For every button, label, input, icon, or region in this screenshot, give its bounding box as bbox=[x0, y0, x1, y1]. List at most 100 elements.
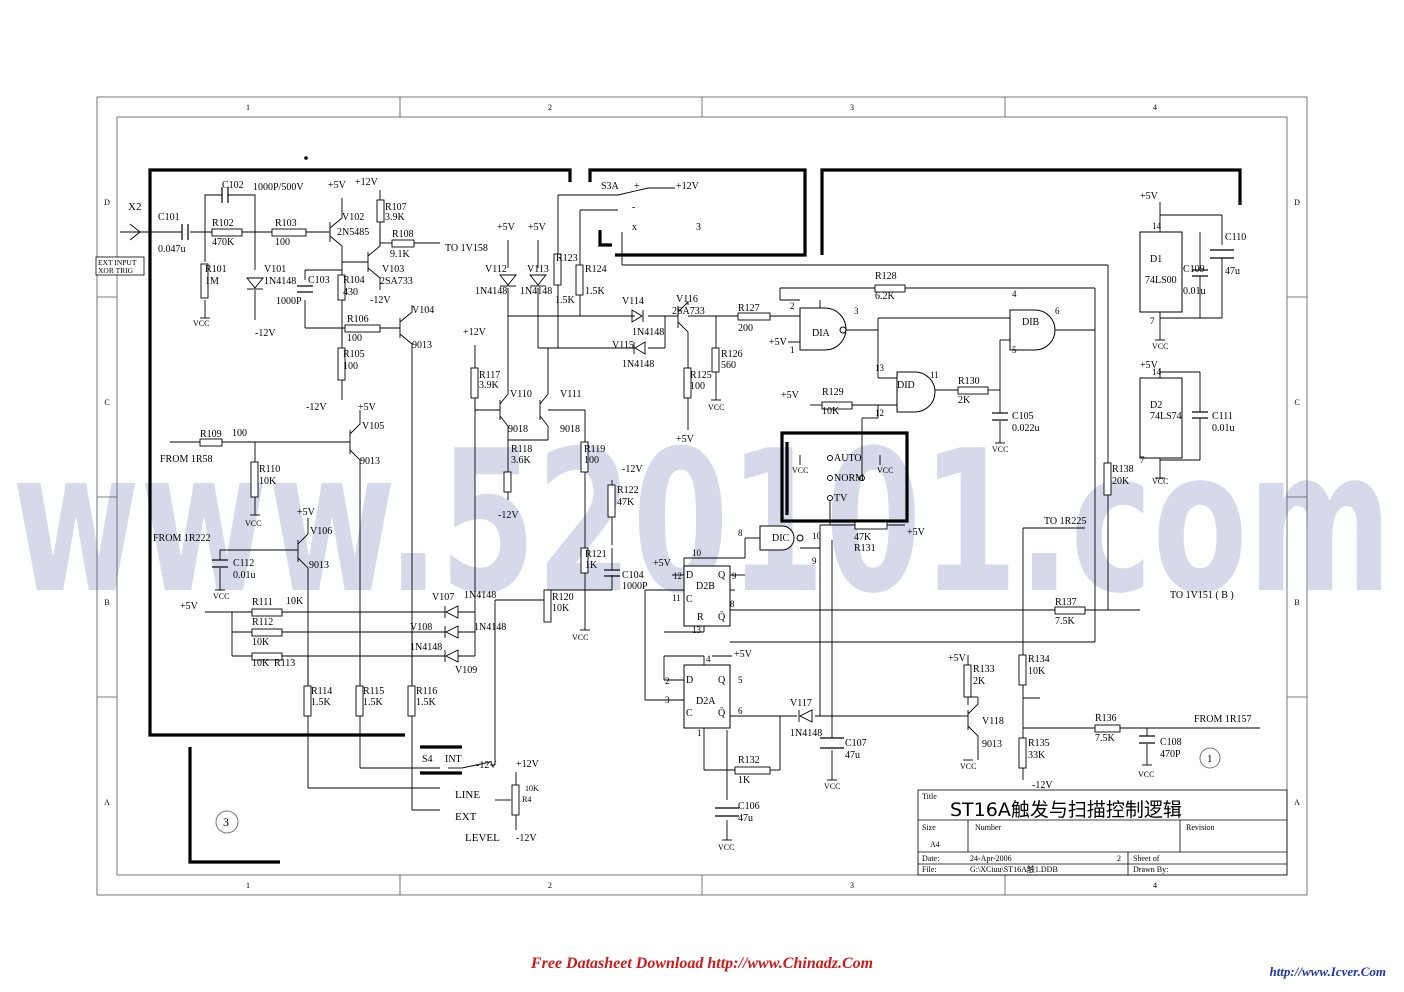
label: +5V bbox=[328, 180, 347, 191]
label: 1N4148 bbox=[475, 286, 507, 297]
label: 1N4148 bbox=[790, 728, 822, 739]
label: -12V bbox=[255, 328, 276, 339]
label: C106 bbox=[738, 801, 760, 812]
label: R125 bbox=[690, 370, 712, 381]
col-label: 3 bbox=[850, 881, 854, 890]
label: V106 bbox=[310, 526, 332, 537]
label: 10K bbox=[252, 658, 270, 669]
label: V118 bbox=[982, 716, 1004, 727]
diodes bbox=[246, 274, 813, 723]
label: 6.2K bbox=[875, 291, 896, 302]
label: 1000P/500V bbox=[253, 182, 304, 193]
row-label: B bbox=[104, 598, 109, 607]
label: 33K bbox=[1028, 750, 1046, 761]
label: V115 bbox=[612, 340, 634, 351]
label: LINE bbox=[455, 789, 480, 801]
label: 9018 bbox=[560, 424, 580, 435]
label: 1N4148 bbox=[520, 286, 552, 297]
label: VCC bbox=[213, 592, 229, 601]
label: D1 bbox=[1150, 254, 1162, 265]
pin: 7 bbox=[1150, 316, 1155, 326]
label: 9018 bbox=[508, 424, 528, 435]
label: +5V bbox=[1140, 191, 1159, 202]
label: C110 bbox=[1225, 232, 1246, 243]
label: x bbox=[632, 222, 637, 233]
label: +12V bbox=[355, 177, 379, 188]
label: VCC bbox=[792, 466, 808, 475]
label: R121 bbox=[585, 549, 607, 560]
label: +5V bbox=[948, 653, 967, 664]
label: 470K bbox=[212, 237, 235, 248]
label: 9013 bbox=[360, 456, 380, 467]
label: R130 bbox=[958, 376, 980, 387]
label: TO 1V151 ( B ) bbox=[1170, 590, 1234, 601]
label: 1K bbox=[738, 775, 751, 786]
footer-download-link[interactable]: Free Datasheet Download http://www.China… bbox=[530, 955, 874, 972]
col-label: 4 bbox=[1153, 103, 1157, 112]
label: R bbox=[697, 612, 704, 623]
label: R136 bbox=[1095, 713, 1117, 724]
label: 10K bbox=[525, 784, 539, 793]
label: V114 bbox=[622, 296, 644, 307]
label: 200 bbox=[738, 323, 753, 334]
pin: 4 bbox=[1012, 289, 1017, 299]
label: S4 bbox=[422, 754, 433, 765]
label: +12V bbox=[516, 759, 540, 770]
label: 1N4148 bbox=[622, 359, 654, 370]
label: R120 bbox=[552, 592, 574, 603]
label: 47u bbox=[1225, 266, 1240, 277]
label: V102 bbox=[342, 212, 364, 223]
label: 47u bbox=[738, 813, 753, 824]
footer-icver-link[interactable]: http://www.Icver.Com bbox=[1269, 964, 1386, 979]
row-label: D bbox=[104, 198, 110, 207]
col-label: 1 bbox=[246, 881, 250, 890]
label: -12V bbox=[370, 295, 391, 306]
col-label: 2 bbox=[548, 881, 552, 890]
label: 9013 bbox=[309, 560, 329, 571]
label: R118 bbox=[511, 444, 532, 455]
wires bbox=[120, 187, 1260, 840]
label: +5V bbox=[676, 434, 695, 445]
label: V101 bbox=[264, 264, 286, 275]
label: R132 bbox=[738, 755, 760, 766]
label: 10K bbox=[822, 406, 840, 417]
label: -12V bbox=[306, 402, 327, 413]
label: 3.6K bbox=[511, 455, 532, 466]
label: D bbox=[686, 570, 693, 581]
label: VCC bbox=[193, 319, 209, 328]
label: R117 bbox=[479, 370, 500, 381]
label: 47u bbox=[845, 750, 860, 761]
label: FROM 1R222 bbox=[153, 533, 211, 544]
logic-gates bbox=[683, 231, 1183, 729]
label: +5V bbox=[769, 337, 788, 348]
supply-symbols bbox=[200, 317, 1165, 841]
label: R127 bbox=[738, 303, 760, 314]
label: R109 bbox=[200, 429, 222, 440]
label: XOR TRIG bbox=[98, 266, 134, 275]
label: +5V bbox=[297, 507, 316, 518]
label: V111 bbox=[560, 389, 581, 400]
label: C101 bbox=[158, 212, 180, 223]
label: R123 bbox=[556, 253, 578, 264]
label: NORM bbox=[834, 473, 864, 484]
sheet-label: Sheet of bbox=[1133, 854, 1160, 863]
drawn-by-label: Drawn By: bbox=[1133, 865, 1168, 874]
label: V105 bbox=[362, 421, 384, 432]
label: R124 bbox=[585, 264, 607, 275]
title-block: Title ST16A触发与扫描控制逻辑 Size A4 Number Revi… bbox=[922, 792, 1214, 874]
resistors bbox=[199, 199, 1121, 816]
page-title: ST16A触发与扫描控制逻辑 bbox=[950, 799, 1182, 821]
label: C103 bbox=[308, 275, 330, 286]
pin: 4 bbox=[706, 654, 711, 664]
label: 10K bbox=[286, 596, 304, 607]
label: - bbox=[632, 202, 635, 213]
label: V113 bbox=[527, 264, 549, 275]
pin: 8 bbox=[738, 528, 743, 538]
label: 10K bbox=[552, 603, 570, 614]
pin: 14 bbox=[1152, 367, 1162, 377]
label: C111 bbox=[1212, 411, 1233, 422]
label: DID bbox=[897, 380, 915, 391]
label: AUTO bbox=[834, 453, 862, 464]
label: C112 bbox=[233, 558, 254, 569]
